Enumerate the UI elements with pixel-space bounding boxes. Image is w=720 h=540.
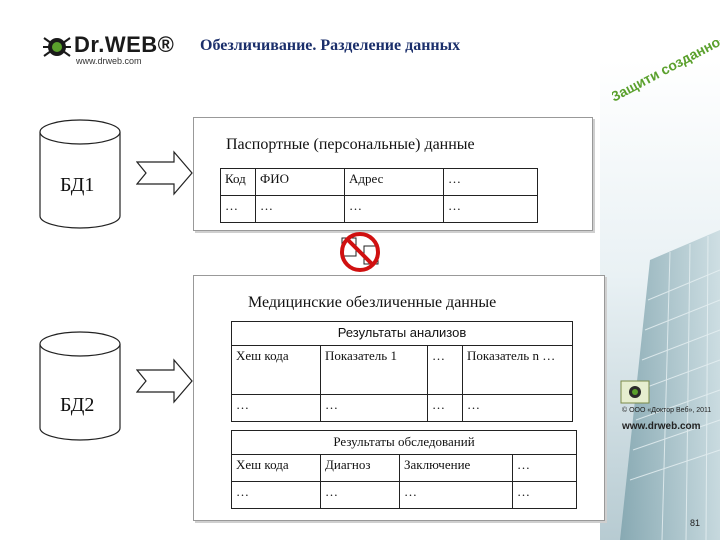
table-header-cell: Адрес	[344, 168, 444, 196]
table-header-cell: …	[427, 345, 463, 395]
table-header-cell: …	[512, 454, 577, 482]
table-cell: …	[512, 481, 577, 509]
table-cell: …	[443, 195, 538, 223]
table-cell: …	[462, 394, 573, 422]
passport-data-panel: Паспортные (персональные) данные Код ФИО…	[193, 117, 593, 231]
database-1-icon	[39, 119, 121, 229]
table-header-cell: Хеш кода	[231, 345, 321, 395]
table-row: … … … …	[220, 195, 538, 223]
copyright-text: © ООО «Доктор Веб», 2011	[622, 407, 712, 414]
background-building-image	[600, 60, 720, 540]
analysis-table: Хеш кода Показатель 1 … Показатель n … ……	[231, 345, 573, 422]
arrow-right-icon	[136, 358, 193, 404]
table-header-cell: ФИО	[255, 168, 345, 196]
table-cell: …	[344, 195, 444, 223]
table-row: … … … …	[231, 394, 573, 422]
table-header-cell: Код	[220, 168, 256, 196]
table-cell: …	[231, 481, 321, 509]
brand-url: www.drweb.com	[76, 56, 142, 66]
page-number: 81	[690, 518, 701, 528]
slide-title: Обезличивание. Разделение данных	[200, 37, 461, 54]
database-2-label: БД2	[60, 394, 95, 416]
table-cell: …	[255, 195, 345, 223]
table-header-row: Код ФИО Адрес …	[220, 168, 538, 196]
table-header-cell: Показатель 1	[320, 345, 428, 395]
arrow-right-icon	[136, 150, 193, 196]
small-logo-icon	[620, 380, 650, 404]
side-url: www.drweb.com	[622, 421, 701, 432]
table-header-cell: Показатель n …	[462, 345, 573, 395]
database-1-label: БД1	[60, 174, 95, 196]
medical-caption: Медицинские обезличенные данные	[248, 294, 497, 311]
table-cell: …	[320, 481, 400, 509]
table-header-cell: Заключение	[399, 454, 513, 482]
exam-table: Хеш кода Диагноз Заключение … … … … …	[231, 454, 577, 509]
slogan-text: Защити созданное	[612, 40, 720, 105]
brand-name: Dr.WEB®	[74, 32, 175, 57]
table-cell: …	[220, 195, 256, 223]
table-cell: …	[320, 394, 428, 422]
svg-text:Защити созданное: Защити созданное	[612, 40, 720, 105]
table-cell: …	[427, 394, 463, 422]
analysis-table-title: Результаты анализов	[231, 321, 573, 345]
table-header-row: Хеш кода Диагноз Заключение …	[231, 454, 577, 482]
no-link-icon	[340, 232, 380, 272]
passport-table: Код ФИО Адрес … … … … …	[220, 168, 538, 223]
table-header-cell: Хеш кода	[231, 454, 321, 482]
table-header-cell: …	[443, 168, 538, 196]
table-cell: …	[399, 481, 513, 509]
table-header-cell: Диагноз	[320, 454, 400, 482]
table-cell: …	[231, 394, 321, 422]
spider-icon	[43, 37, 71, 57]
table-row: … … … …	[231, 481, 577, 509]
drweb-logo: Dr.WEB® www.drweb.com	[40, 30, 190, 70]
table-header-row: Хеш кода Показатель 1 … Показатель n …	[231, 345, 573, 395]
exam-table-title: Результаты обследований	[231, 430, 577, 454]
passport-caption: Паспортные (персональные) данные	[226, 136, 475, 153]
database-2-icon	[39, 331, 121, 441]
medical-data-panel: Медицинские обезличенные данные Результа…	[193, 275, 605, 521]
